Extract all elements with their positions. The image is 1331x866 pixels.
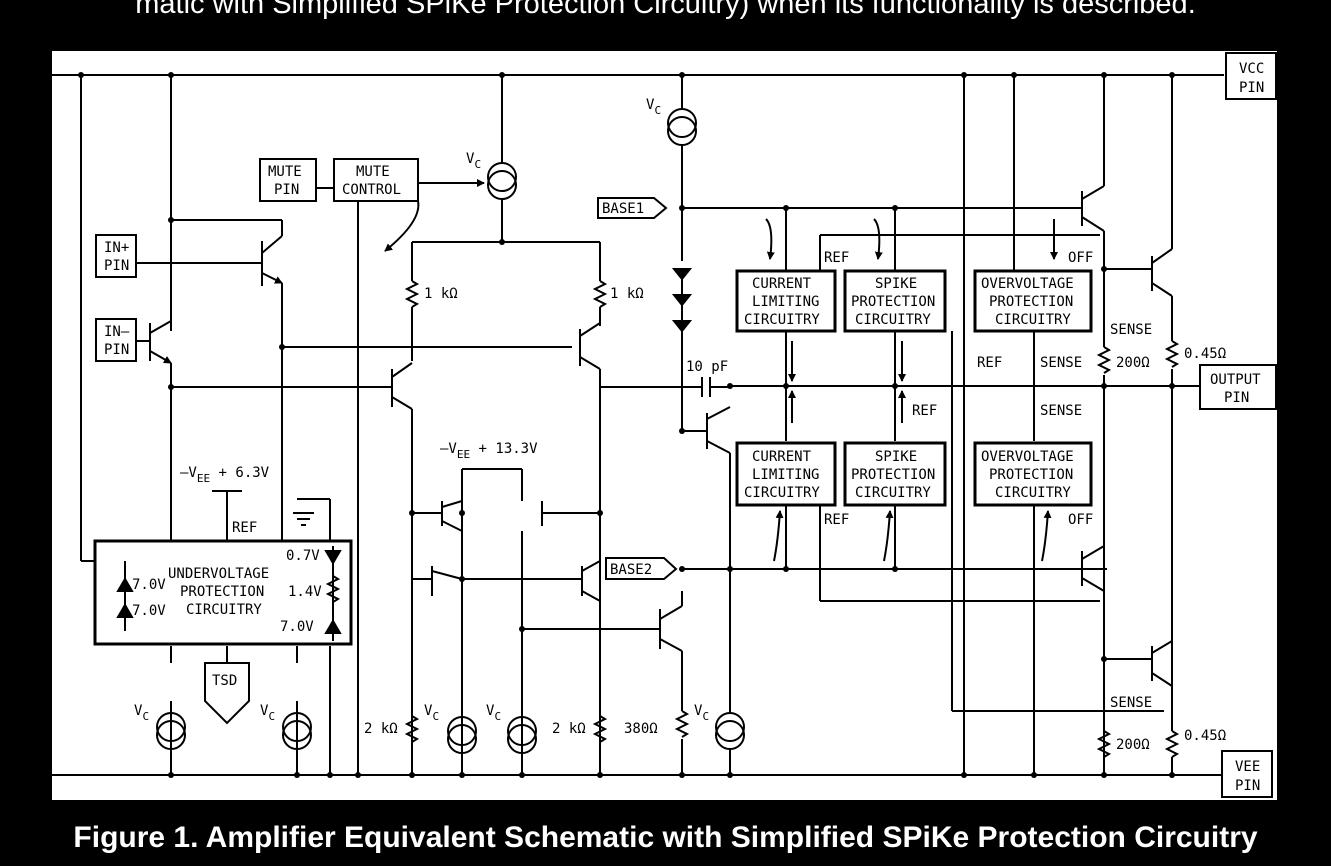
vc-label-src2: VC — [260, 703, 275, 723]
mute-control-box — [333, 158, 419, 202]
zener-7v-right: 7.0V — [280, 619, 314, 635]
ovp-bottom-l1: OVERVOLTAGE — [981, 449, 1074, 465]
r-1k-left: 1 kΩ — [424, 286, 458, 302]
r-1k-right: 1 kΩ — [610, 286, 644, 302]
sense-mid: SENSE — [1040, 355, 1082, 371]
in-plus-pin-label: PIN — [104, 258, 129, 274]
base2-label: BASE2 — [610, 562, 652, 578]
spike-top-l3: CIRCUITRY — [855, 312, 931, 328]
ovp-top-l3: CIRCUITRY — [995, 312, 1071, 328]
current-limiting-bottom-l3: CIRCUITRY — [744, 485, 820, 501]
spike-bottom-l1: SPIKE — [875, 449, 917, 465]
off-bottom: OFF — [1068, 512, 1093, 528]
r-380-label: 380Ω — [624, 721, 658, 737]
spike-bottom-l2: PROTECTION — [851, 467, 935, 483]
vc-label-src1: VC — [134, 703, 149, 723]
ovp-bottom-l2: PROTECTION — [989, 467, 1073, 483]
current-limiting-block-bottom — [735, 441, 837, 507]
mute-control-control-label: CONTROL — [342, 182, 401, 198]
vc-label-diode: VC — [646, 97, 661, 117]
spike-top-l1: SPIKE — [875, 276, 917, 292]
in-plus-pin-box — [95, 234, 137, 278]
zener-7v-lower: 7.0V — [132, 603, 166, 619]
spike-protection-block-top — [843, 269, 947, 333]
base1-label: BASE1 — [602, 201, 644, 217]
schematic-panel: VCC PIN VEE PIN OUTPUT PIN IN+ PIN IN– P… — [52, 51, 1277, 800]
output-pin-label: OUTPUT — [1210, 372, 1261, 388]
vcc-pin-label-main: VCC — [1239, 61, 1264, 77]
r-045-top: 0.45Ω — [1184, 346, 1226, 362]
vcc-pin-label-pin: PIN — [1239, 80, 1264, 96]
uvp-l2: PROTECTION — [180, 584, 264, 600]
top-text: matic with Simplified SPiKe Protection C… — [135, 0, 1196, 20]
tsd-block — [204, 662, 250, 725]
off-top: OFF — [1068, 250, 1093, 266]
ovp-bottom-l3: CIRCUITRY — [995, 485, 1071, 501]
spike-bottom-l3: CIRCUITRY — [855, 485, 931, 501]
cap-10pf-label: 10 pF — [686, 359, 728, 375]
base2-tag — [605, 557, 678, 580]
undervoltage-block — [93, 539, 353, 646]
output-pin-label-pin: PIN — [1224, 390, 1249, 406]
mute-pin-pin-label: PIN — [274, 182, 299, 198]
output-pin-box — [1199, 364, 1277, 410]
in-minus-label: IN– — [104, 324, 130, 340]
base1-tag — [597, 197, 668, 219]
diode-07v: 0.7V — [286, 548, 320, 564]
r-2k-left: 2 kΩ — [364, 721, 398, 737]
overvoltage-block-top — [973, 269, 1093, 333]
mute-pin-box — [259, 158, 317, 202]
in-minus-pin-box — [95, 318, 137, 362]
sense-top-right: SENSE — [1110, 322, 1152, 338]
ref-bottom-current: REF — [824, 512, 849, 528]
vc-label-src3: VC — [424, 703, 439, 723]
uvp-l3: CIRCUITRY — [186, 602, 262, 618]
r-045-bottom: 0.45Ω — [1184, 728, 1226, 744]
uvp-l1: UNDERVOLTAGE — [168, 566, 269, 582]
mute-control-label: MUTE — [356, 164, 390, 180]
in-minus-pin-label: PIN — [104, 342, 129, 358]
mute-pin-label: MUTE — [268, 164, 302, 180]
sense-bottom-right: SENSE — [1110, 695, 1152, 711]
vcc-pin-box — [1225, 52, 1277, 100]
diode-14v: 1.4V — [288, 584, 322, 600]
amplifier-schematic: VCC PIN VEE PIN OUTPUT PIN IN+ PIN IN– P… — [52, 52, 1277, 798]
vee-pin-label-main: VEE — [1235, 759, 1260, 775]
vc-label-mute: VC — [466, 151, 481, 171]
r-200-bottom: 200Ω — [1116, 737, 1150, 753]
tsd-label: TSD — [212, 673, 237, 689]
in-plus-label: IN+ — [104, 240, 129, 256]
vc-label-src5: VC — [694, 703, 709, 723]
zener-7v-upper: 7.0V — [132, 577, 166, 593]
vee-pin-box — [1221, 750, 1273, 798]
figure-caption: Figure 1. Amplifier Equivalent Schematic… — [73, 821, 1258, 854]
vee-63-label: –VEE + 6.3V — [180, 465, 270, 485]
ovp-top-l1: OVERVOLTAGE — [981, 276, 1074, 292]
vee-133-label: –VEE + 13.3V — [440, 441, 538, 461]
vee-pin-label-pin: PIN — [1235, 778, 1260, 794]
ref-top-current: REF — [824, 250, 849, 266]
current-limiting-bottom-l2: LIMITING — [752, 467, 819, 483]
r-2k-right: 2 kΩ — [552, 721, 586, 737]
current-limiting-top-l2: LIMITING — [752, 294, 819, 310]
ref-mid-left: REF — [977, 355, 1002, 371]
current-limiting-top-l3: CIRCUITRY — [744, 312, 820, 328]
overvoltage-block-bottom — [973, 441, 1093, 507]
ref-uvp: REF — [232, 520, 257, 536]
current-limiting-top-l1: CURRENT — [752, 276, 812, 292]
ref-mid-spike: REF — [912, 403, 937, 419]
r-200-top: 200Ω — [1116, 355, 1150, 371]
current-limiting-bottom-l1: CURRENT — [752, 449, 812, 465]
current-limiting-block-top — [735, 269, 837, 333]
sense-lower-mid: SENSE — [1040, 403, 1082, 419]
ovp-top-l2: PROTECTION — [989, 294, 1073, 310]
spike-top-l2: PROTECTION — [851, 294, 935, 310]
spike-protection-block-bottom — [843, 441, 947, 507]
vc-label-src4: VC — [486, 703, 501, 723]
